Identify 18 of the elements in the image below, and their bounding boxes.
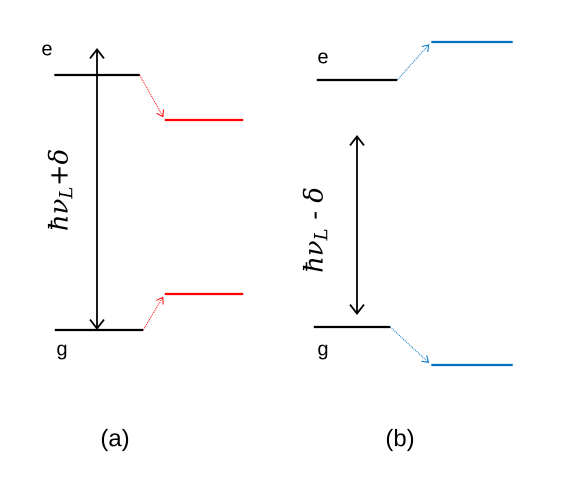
arrow: [396, 44, 430, 80]
energy-level: e: [316, 52, 398, 82]
energy-level: [164, 292, 244, 296]
energy-level: [164, 118, 244, 122]
energy-level: [431, 364, 513, 366]
edge-label: ħν$_{L}$+δ: [48, 150, 72, 230]
arrow: [142, 296, 164, 330]
edge-label: ħν$_{L}$ - δ: [302, 188, 328, 272]
arrow: [89, 48, 105, 330]
arrow: [349, 135, 365, 315]
arrow: [390, 326, 430, 363]
energy-level: e: [42, 44, 140, 76]
energy-level: g: [314, 326, 390, 360]
energy-level: [431, 40, 513, 44]
energy-level: g: [54, 328, 144, 360]
arrow: [139, 74, 164, 118]
panel-label: (a): [102, 428, 128, 452]
panel-label: (b): [386, 428, 414, 452]
